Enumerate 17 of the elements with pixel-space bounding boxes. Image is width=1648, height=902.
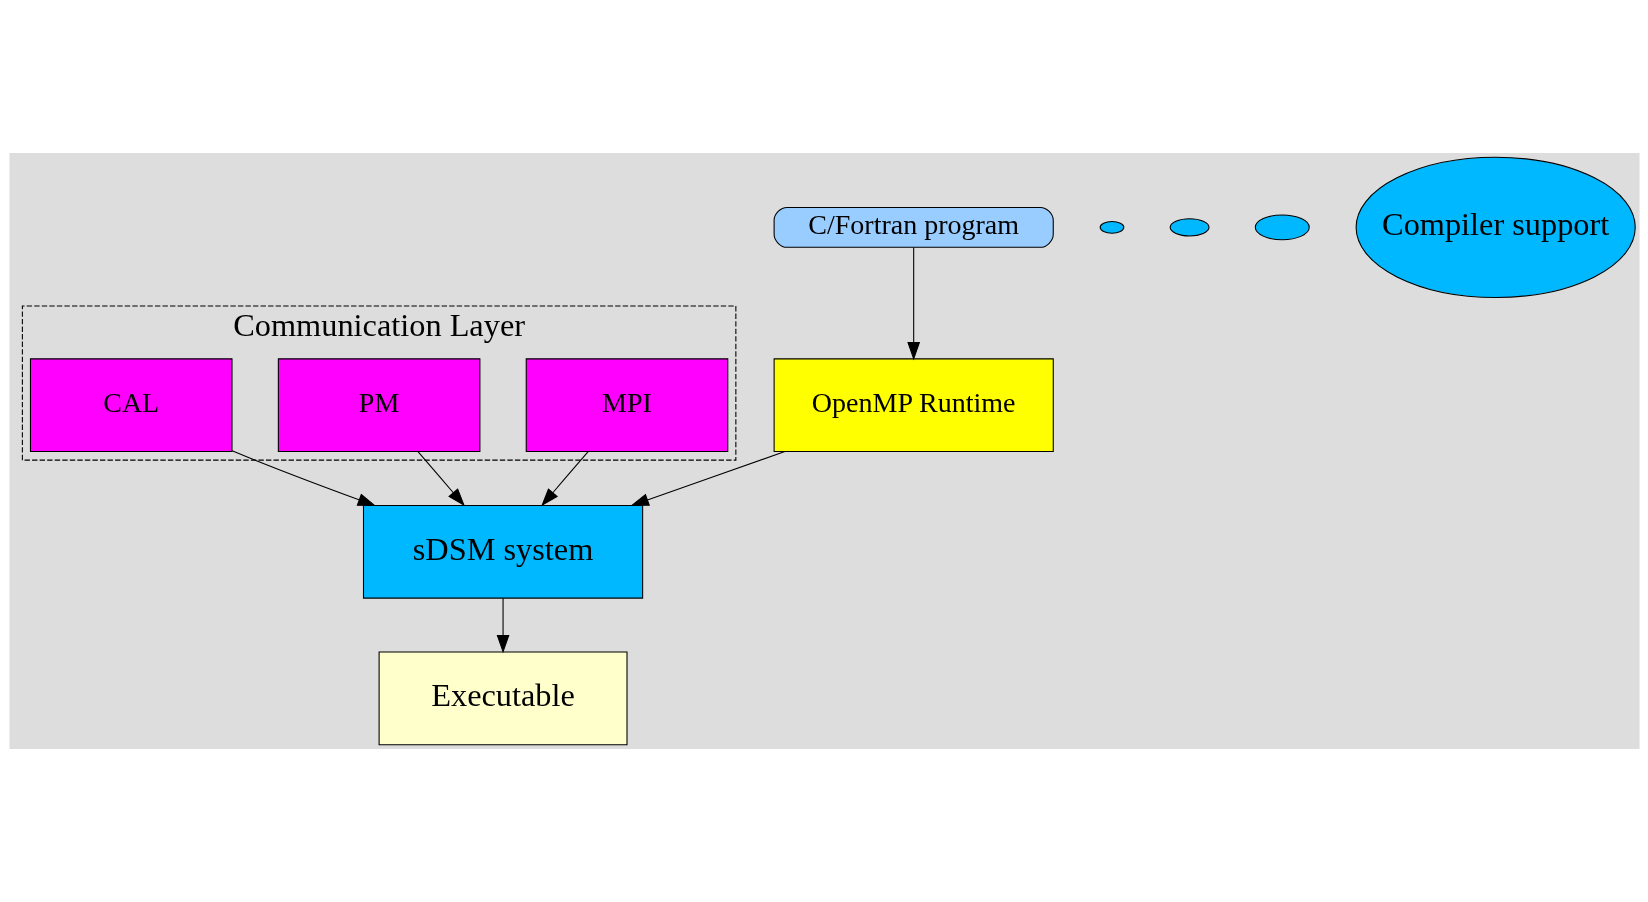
node-box: Executable [378,651,628,746]
node-box: MPI [525,358,728,453]
node-ellipse [1169,218,1210,237]
node-box: C/Fortran program [773,206,1054,248]
arrow [416,451,465,507]
arrow [906,247,920,361]
arrow [630,451,785,506]
node-box: OpenMP Runtime [773,358,1054,453]
node-box: CAL [29,358,233,453]
arrow [540,451,589,507]
node-ellipse [1099,220,1124,234]
node-ellipse [1254,214,1310,241]
node-box: sDSM system [362,504,643,599]
node-ellipse: Compiler support [1355,156,1636,298]
arrow [496,597,509,654]
arrow [231,450,376,506]
node-box: PM [277,358,480,453]
